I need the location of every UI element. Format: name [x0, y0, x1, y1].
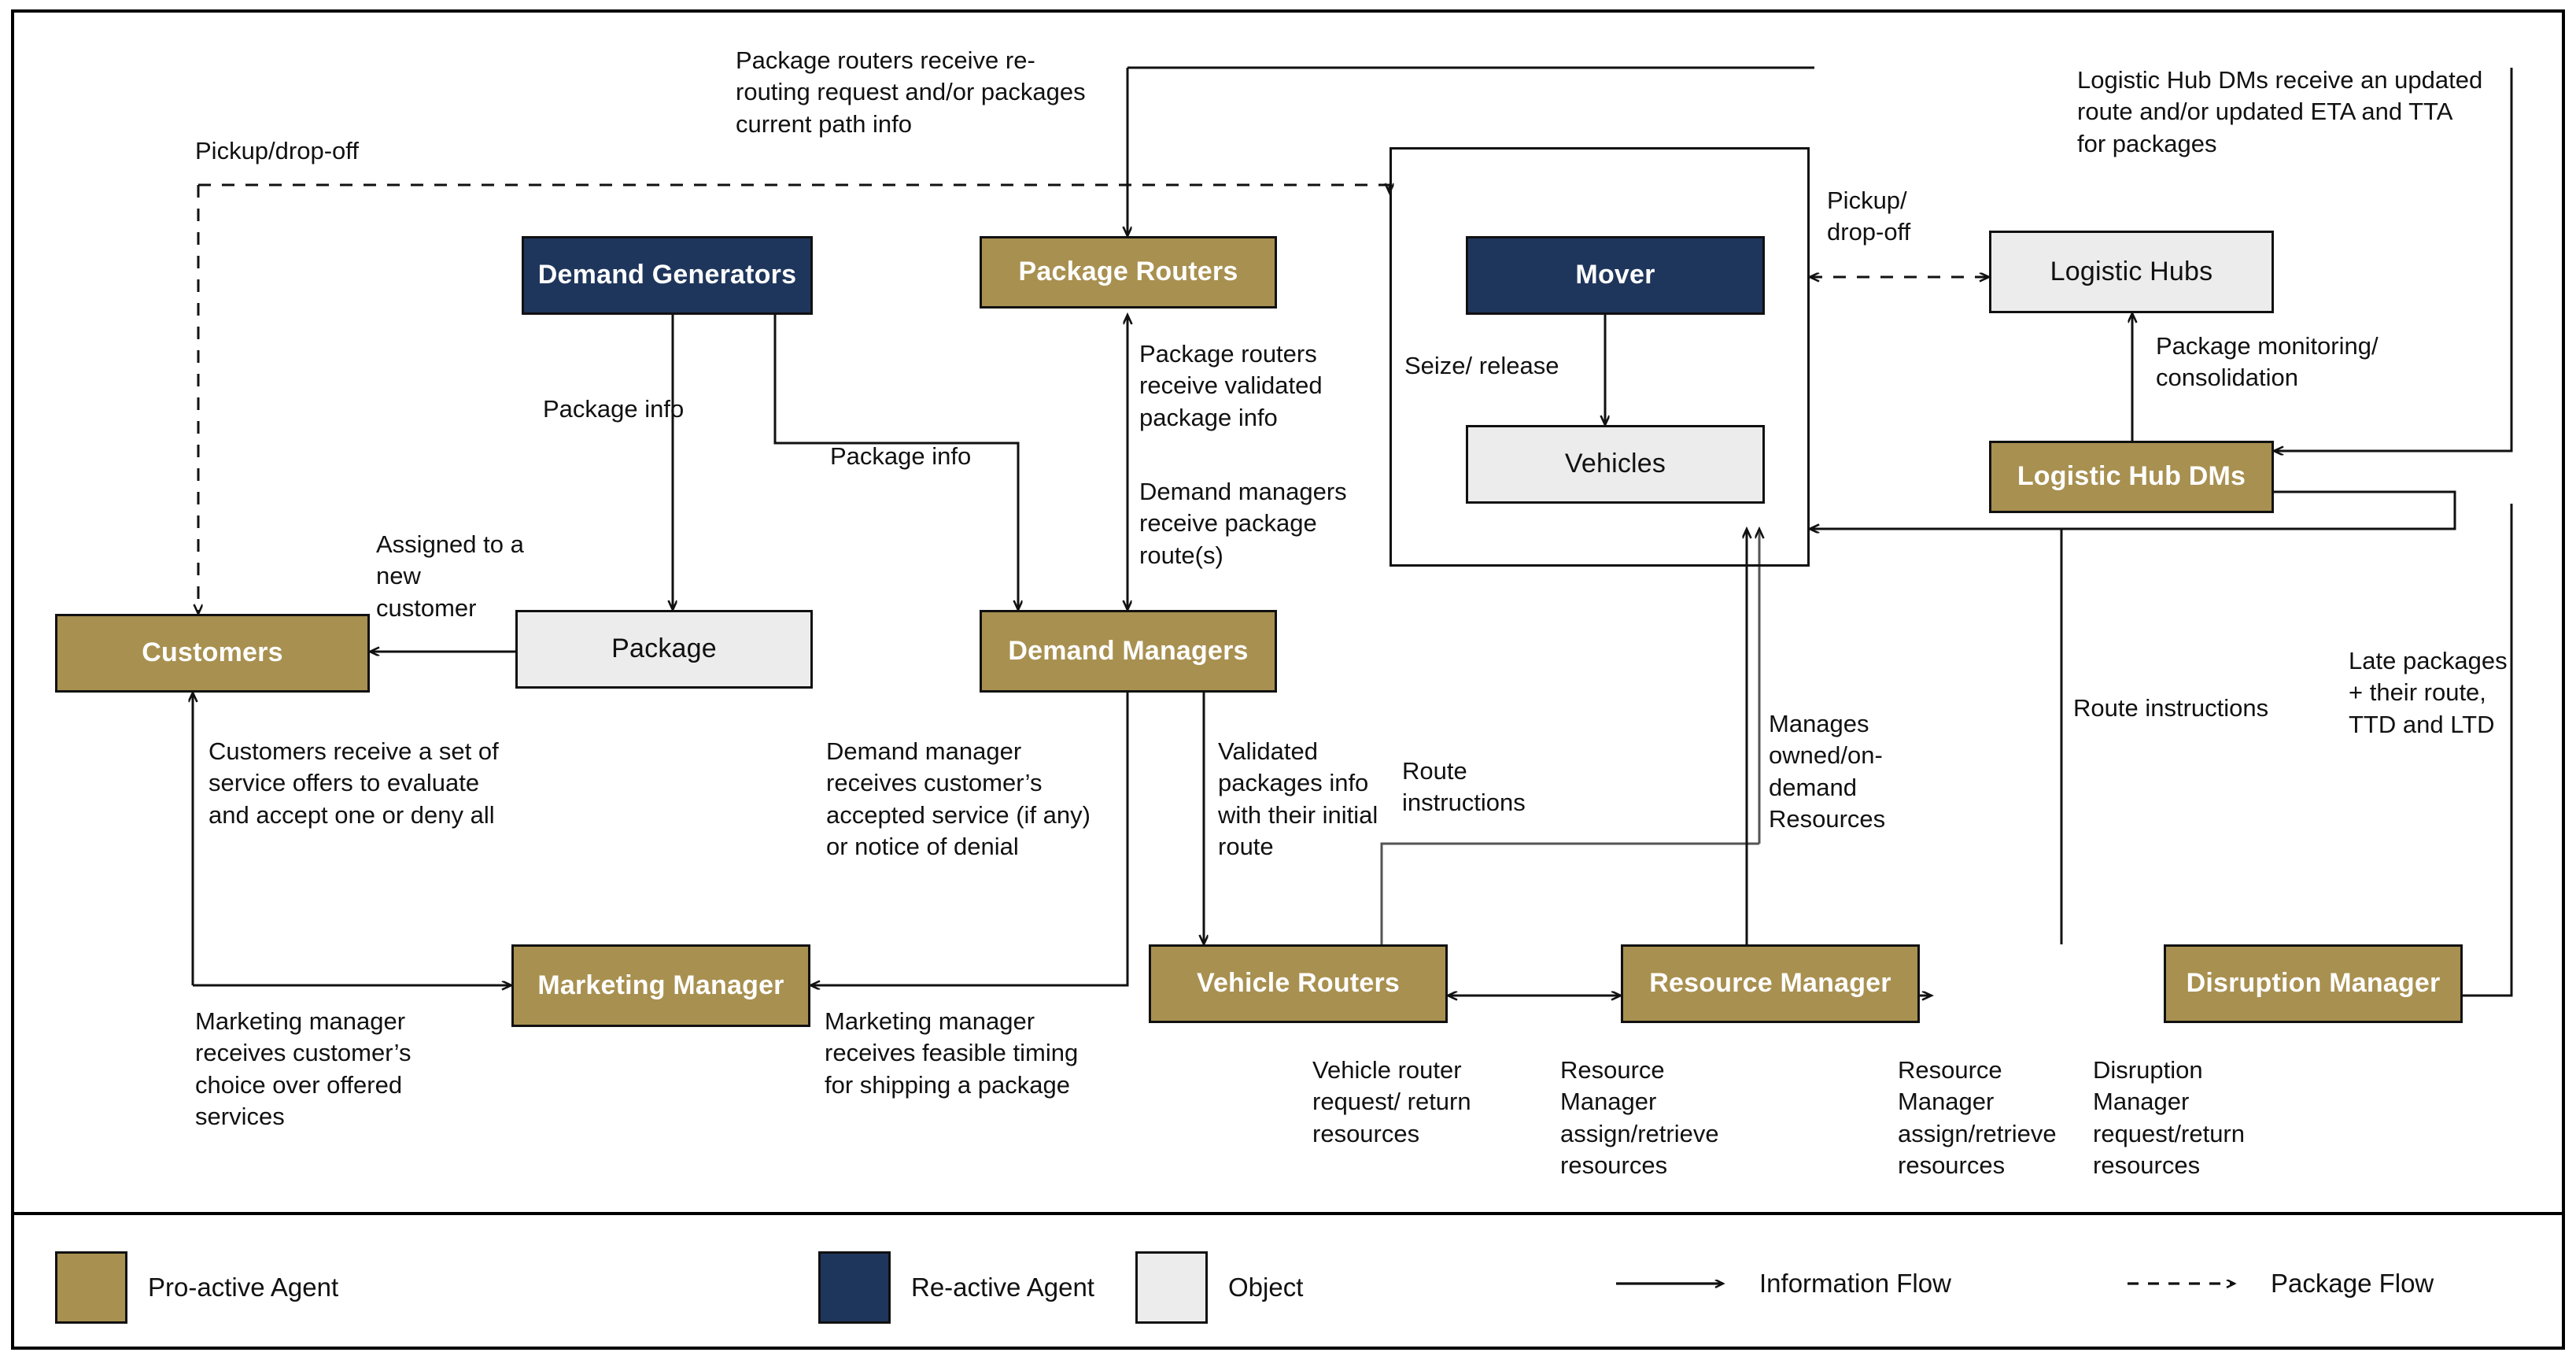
node-package[interactable]: Package: [515, 610, 813, 689]
diagram-outer-frame: [11, 9, 2565, 1350]
node-label: Logistic Hubs: [2050, 256, 2213, 286]
edge-label-route-instructions-disruption: Route instructions: [2073, 694, 2269, 722]
edge-label-marketing-manager-choice: Marketing manager receives customer’s ch…: [195, 1007, 411, 1130]
group-mover-vehicles: [1389, 147, 1810, 567]
edge-label-demand-manager-accepted: Demand manager receives customer’s accep…: [826, 737, 1091, 860]
legend-item-information-flow: Information Flow: [1613, 1269, 1951, 1299]
edge-label-late-packages: Late packages + their route, TTD and LTD: [2349, 647, 2508, 738]
edge-label-package-info-2: Package info: [830, 442, 972, 470]
node-label: Customers: [142, 637, 283, 668]
node-logistic-hub-dms[interactable]: Logistic Hub DMs: [1989, 441, 2274, 513]
legend-item-reactive: Re-active Agent: [818, 1251, 1094, 1324]
node-logistic-hubs[interactable]: Logistic Hubs: [1989, 231, 2274, 313]
node-label: Marketing Manager: [537, 970, 784, 1000]
legend-item-package-flow: Package Flow: [2124, 1269, 2434, 1299]
node-demand-generators[interactable]: Demand Generators: [522, 236, 813, 315]
edge-label-pickup-dropoff-right: Pickup/ drop-off: [1827, 187, 1911, 246]
solid-arrow-icon: [1616, 1272, 1739, 1295]
edge-label-marketing-manager-feasible: Marketing manager receives feasible timi…: [825, 1007, 1079, 1099]
edge-label-package-routers-validated: Package routers receive validated packag…: [1139, 340, 1323, 431]
node-marketing-manager[interactable]: Marketing Manager: [511, 944, 810, 1027]
node-label: Resource Manager: [1649, 968, 1891, 999]
node-demand-managers[interactable]: Demand Managers: [980, 610, 1277, 693]
node-package-routers[interactable]: Package Routers: [980, 236, 1277, 308]
legend-divider: [11, 1212, 2565, 1215]
edge-label-demand-managers-routes: Demand managers receive package route(s): [1139, 478, 1347, 569]
edge-label-assigned-new-customer: Assigned to a new customer: [376, 530, 524, 622]
edge-label-vehicle-router-request: Vehicle router request/ return resources: [1312, 1056, 1471, 1147]
legend-swatch-reactive-icon: [818, 1251, 891, 1324]
edge-label-pickup-dropoff-left: Pickup/drop-off: [195, 137, 359, 164]
edge-label-resource-manager-assign-1: Resource Manager assign/retrieve resourc…: [1560, 1056, 1719, 1179]
legend-swatch-proactive-icon: [55, 1251, 127, 1324]
node-label: Package: [611, 634, 717, 664]
legend-label: Object: [1228, 1273, 1304, 1302]
edge-label-validated-packages: Validated packages info with their initi…: [1218, 737, 1378, 860]
node-mover[interactable]: Mover: [1466, 236, 1765, 315]
node-customers[interactable]: Customers: [55, 614, 370, 693]
legend-swatch-object-icon: [1135, 1251, 1208, 1324]
legend-label: Information Flow: [1759, 1269, 1951, 1298]
legend-item-proactive: Pro-active Agent: [55, 1251, 338, 1324]
dashed-arrow-icon: [2128, 1272, 2250, 1295]
node-label: Mover: [1575, 260, 1655, 290]
node-label: Package Routers: [1018, 257, 1238, 287]
node-label: Vehicles: [1564, 449, 1666, 479]
node-resource-manager[interactable]: Resource Manager: [1621, 944, 1920, 1023]
node-label: Demand Generators: [537, 260, 797, 290]
edge-label-seize-release: Seize/ release: [1404, 352, 1559, 379]
node-label: Disruption Manager: [2186, 968, 2441, 999]
edge-label-route-instructions-vehicle: Route instructions: [1402, 757, 1526, 817]
node-disruption-manager[interactable]: Disruption Manager: [2164, 944, 2463, 1023]
node-vehicle-routers[interactable]: Vehicle Routers: [1149, 944, 1448, 1023]
edge-label-resource-manager-assign-2: Resource Manager assign/retrieve resourc…: [1898, 1056, 2057, 1179]
edge-label-package-info-1: Package info: [543, 395, 685, 423]
node-label: Vehicle Routers: [1196, 968, 1401, 999]
node-vehicles[interactable]: Vehicles: [1466, 425, 1765, 504]
legend-label: Pro-active Agent: [148, 1273, 339, 1302]
legend-label: Re-active Agent: [911, 1273, 1094, 1302]
legend-item-object: Object: [1135, 1251, 1303, 1324]
edge-label-logistic-hub-dms-update: Logistic Hub DMs receive an updated rout…: [2077, 66, 2483, 157]
edge-label-manages-resources: Manages owned/on-demand Resources: [1769, 710, 1886, 833]
edge-label-customers-service-offers: Customers receive a set of service offer…: [209, 737, 499, 829]
edge-label-disruption-manager-request: Disruption Manager request/return resour…: [2093, 1056, 2245, 1179]
node-label: Demand Managers: [1008, 635, 1249, 666]
legend-label: Package Flow: [2271, 1269, 2434, 1298]
edge-label-package-routers-reroute: Package routers receive re-routing reque…: [736, 46, 1086, 138]
node-label: Logistic Hub DMs: [2017, 461, 2246, 492]
edge-label-package-monitoring: Package monitoring/ consolidation: [2156, 332, 2379, 392]
